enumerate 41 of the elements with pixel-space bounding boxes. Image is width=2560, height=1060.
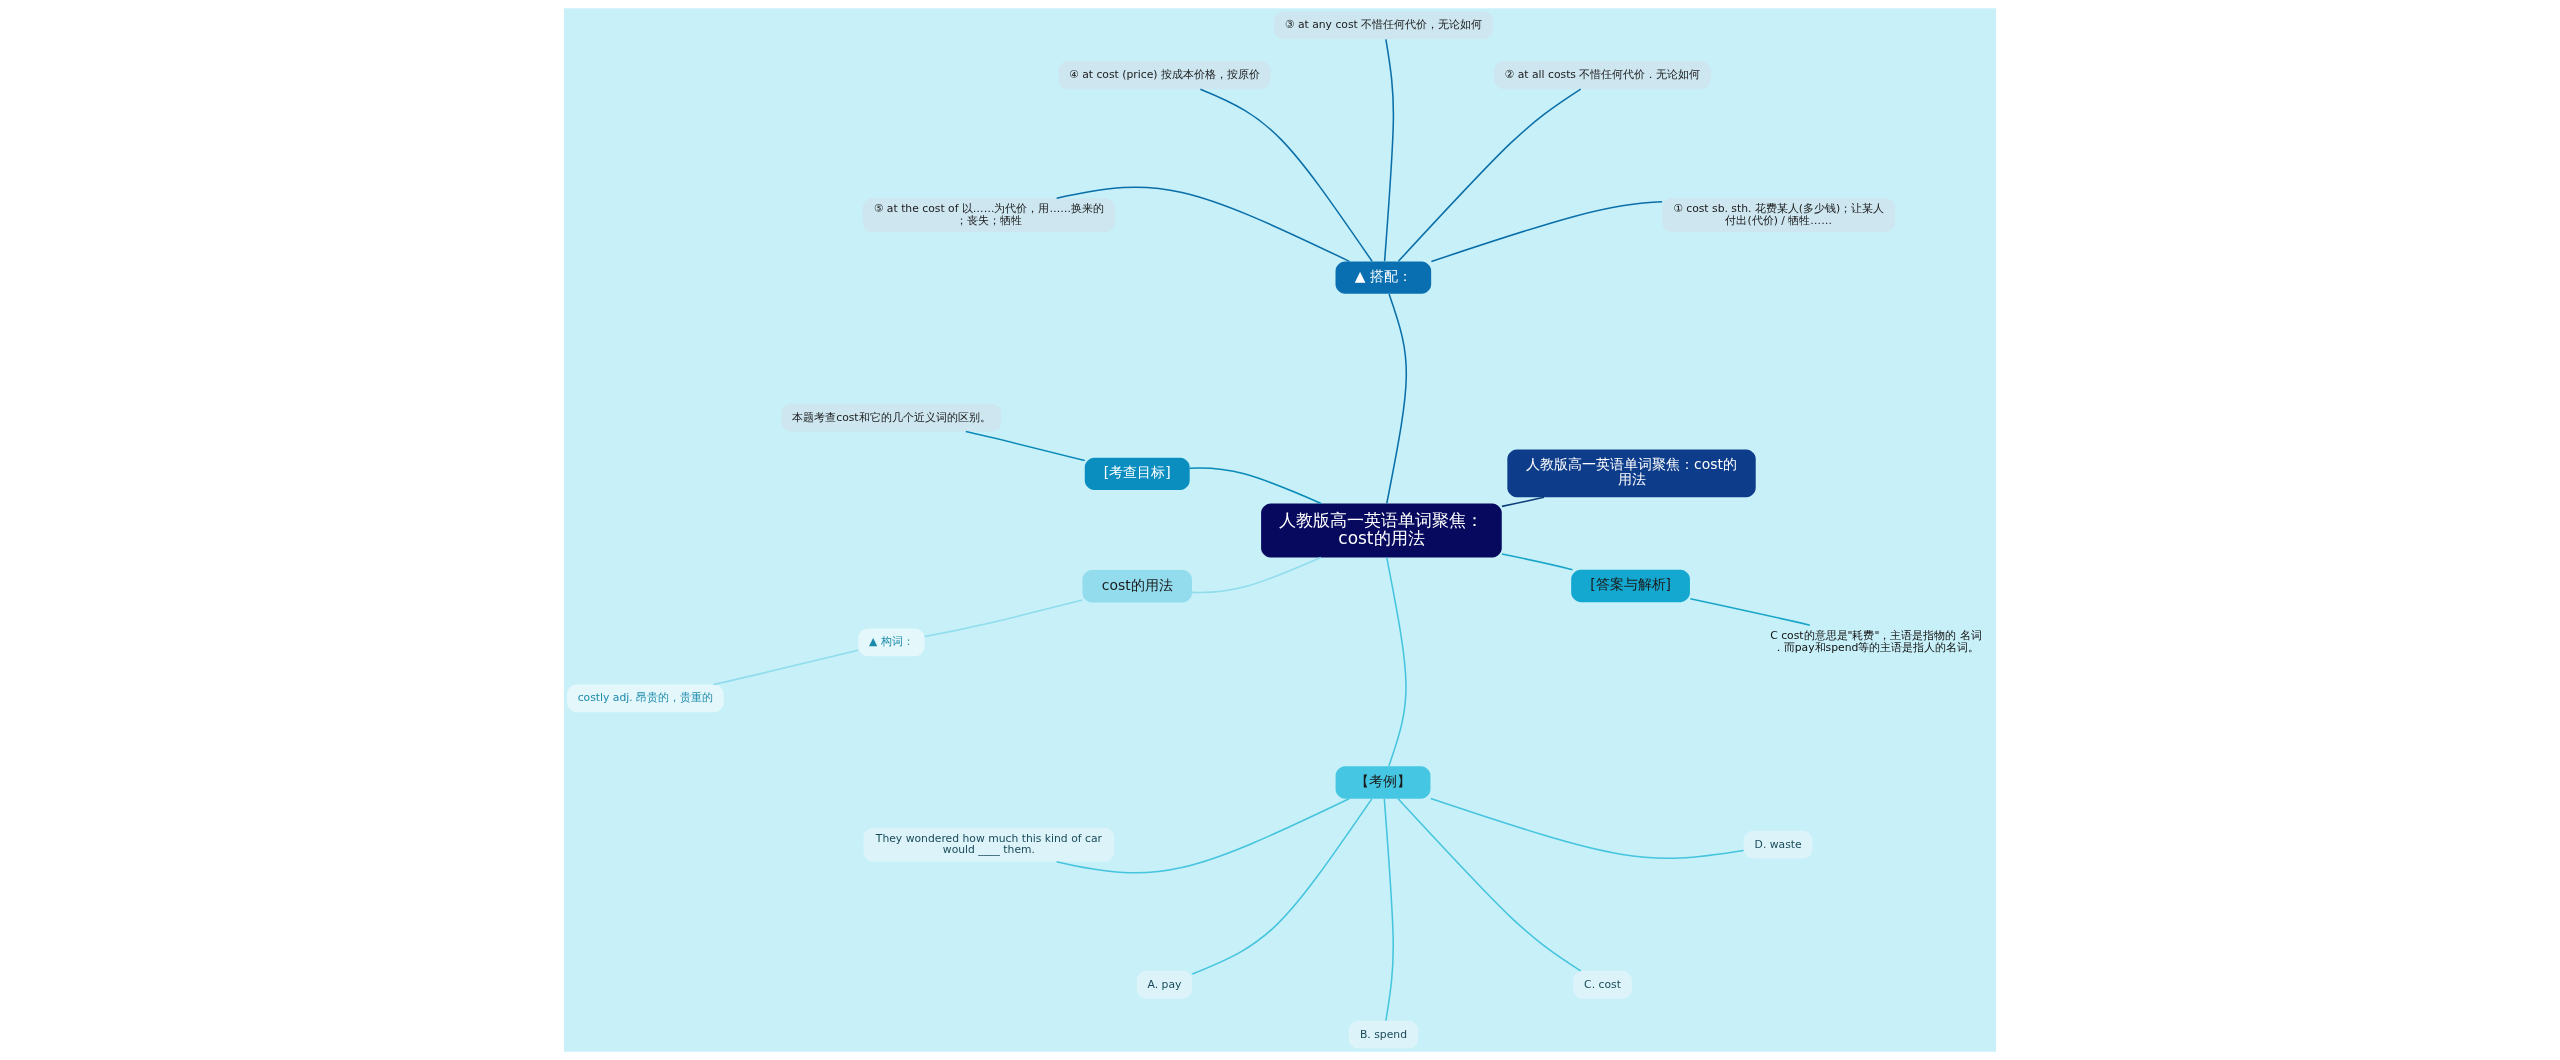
node-box: They wondered how much this kind of car would ____ them. — [863, 827, 1115, 862]
connector — [1383, 798, 1394, 1022]
node-box: ▲ 构词： — [858, 628, 925, 657]
node-text: C cost的意思是"耗费"，主语是指物的 名词．而pay和spend等的主语是指人的名词。 — [1770, 629, 1982, 654]
connector — [1055, 798, 1350, 874]
node-box: ▲ 搭配： — [1335, 261, 1432, 294]
node-box: ④ at cost (price) 按成本价格，按原价 — [1058, 61, 1271, 90]
connector — [1429, 797, 1745, 859]
connector — [1199, 88, 1373, 263]
connector — [1501, 553, 1574, 571]
node-box: [答案与解析] — [1571, 569, 1690, 603]
connector — [1191, 798, 1373, 975]
node-box: B. spend — [1348, 1020, 1419, 1049]
node-box: cost的用法 — [1082, 570, 1192, 603]
connector — [1055, 186, 1351, 263]
connector — [965, 430, 1086, 462]
connector — [712, 649, 859, 686]
connector — [1188, 467, 1322, 505]
connector — [1501, 496, 1545, 508]
node-box: 人教版高一英语单词聚焦：cost的用法 — [1261, 503, 1502, 558]
connector — [1430, 201, 1663, 263]
connector — [1386, 293, 1408, 505]
connector — [923, 599, 1084, 638]
connector — [1397, 88, 1582, 263]
node-box: ① cost sb. sth. 花费某人(多少钱)；让某人付出(代价) / 牺牲…… — [1662, 198, 1896, 233]
node-box: 【考例】 — [1335, 766, 1431, 799]
node-box: costly adj. 昂贵的，贵重的 — [567, 684, 724, 713]
node-box: 人教版高一英语单词聚焦：cost的用法 — [1507, 449, 1756, 498]
connector — [1191, 556, 1322, 594]
node-box: ⑤ at the cost of 以……为代价，用……换来的；丧失；牺牲 — [862, 198, 1115, 233]
node-box: 本题考查cost和它的几个近义词的区别。 — [781, 403, 1002, 432]
node-box: A. pay — [1136, 970, 1193, 999]
connector — [1397, 798, 1582, 972]
node-box: ③ at any cost 不惜任何代价，无论如何 — [1273, 11, 1494, 40]
node-box: [考查目标] — [1084, 457, 1190, 491]
node-box: ② at all costs 不惜任何代价．无论如何 — [1494, 61, 1711, 90]
connector — [1689, 597, 1811, 626]
node-box: C. cost — [1573, 970, 1632, 999]
connector — [1383, 38, 1395, 263]
node-box: D. waste — [1743, 830, 1813, 859]
connector — [1386, 556, 1407, 767]
